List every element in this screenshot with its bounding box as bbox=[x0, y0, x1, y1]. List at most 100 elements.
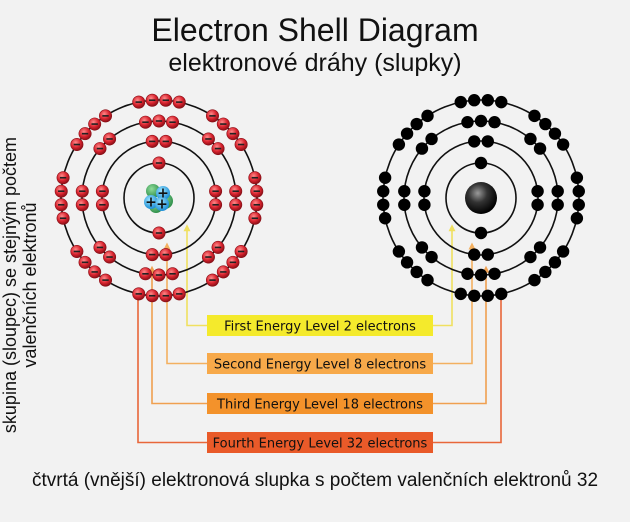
electron bbox=[70, 244, 84, 258]
electron bbox=[468, 135, 481, 148]
electron bbox=[216, 117, 230, 131]
electron bbox=[159, 289, 173, 303]
electron bbox=[88, 265, 102, 279]
electron bbox=[145, 289, 159, 303]
minus-sign-icon bbox=[99, 190, 106, 193]
electron bbox=[56, 171, 70, 185]
minus-sign-icon bbox=[81, 132, 89, 135]
electron bbox=[454, 95, 467, 109]
minus-sign-icon bbox=[96, 147, 104, 150]
electron bbox=[234, 244, 248, 258]
electron bbox=[138, 115, 152, 129]
electron bbox=[392, 245, 406, 258]
electron bbox=[398, 198, 411, 211]
electron bbox=[454, 287, 467, 301]
connector-lines bbox=[134, 224, 505, 444]
energy-level-label-1: First Energy Level 2 electrons bbox=[207, 315, 433, 336]
minus-sign-icon bbox=[102, 115, 109, 117]
minus-sign-icon bbox=[253, 203, 260, 206]
electron bbox=[528, 273, 541, 287]
plus-sign-icon: + bbox=[145, 195, 157, 211]
minus-sign-icon bbox=[169, 273, 176, 275]
minus-sign-icon bbox=[162, 294, 169, 297]
electron bbox=[152, 226, 166, 240]
electron bbox=[248, 211, 262, 225]
electron bbox=[201, 250, 215, 264]
electron bbox=[172, 287, 186, 301]
electron bbox=[533, 241, 547, 254]
electron bbox=[461, 267, 474, 281]
electron bbox=[468, 248, 481, 261]
nucleus bbox=[465, 182, 497, 214]
electron bbox=[93, 240, 107, 254]
electron bbox=[248, 171, 262, 185]
minus-sign-icon bbox=[59, 217, 67, 220]
electron bbox=[551, 185, 564, 198]
minus-sign-icon bbox=[102, 279, 109, 281]
label-text: Second Energy Level 8 electrons bbox=[214, 358, 427, 373]
electron bbox=[70, 138, 84, 152]
minus-sign-icon bbox=[205, 138, 212, 140]
connector-line bbox=[433, 295, 502, 444]
electron bbox=[488, 115, 501, 129]
electron bbox=[481, 248, 494, 261]
electron bbox=[99, 273, 113, 287]
plain-atom bbox=[377, 94, 585, 302]
diagram-title: Electron Shell Diagram bbox=[151, 12, 479, 48]
electron bbox=[468, 94, 481, 107]
connector-line bbox=[433, 248, 473, 365]
electron bbox=[145, 93, 159, 107]
minus-sign-icon bbox=[58, 203, 65, 206]
energy-level-label-2: Second Energy Level 8 electrons bbox=[207, 353, 433, 374]
minus-sign-icon bbox=[79, 203, 86, 206]
electron bbox=[229, 184, 243, 198]
minus-sign-icon bbox=[58, 190, 65, 193]
electron bbox=[572, 185, 585, 198]
minus-sign-icon bbox=[96, 246, 104, 249]
electron bbox=[78, 127, 92, 141]
electron bbox=[152, 268, 166, 282]
electron bbox=[418, 185, 431, 198]
minus-sign-icon bbox=[162, 253, 169, 256]
minus-sign-icon bbox=[91, 123, 98, 125]
minus-sign-icon bbox=[91, 271, 98, 273]
electron bbox=[93, 142, 107, 156]
minus-sign-icon bbox=[142, 273, 149, 275]
electron bbox=[556, 245, 570, 258]
arrow-head-icon bbox=[448, 224, 456, 232]
minus-sign-icon bbox=[79, 190, 86, 193]
minus-sign-icon bbox=[232, 203, 239, 206]
minus-sign-icon bbox=[155, 162, 163, 164]
electron bbox=[211, 240, 225, 254]
electron bbox=[145, 248, 159, 262]
electron bbox=[539, 117, 552, 131]
electron bbox=[250, 198, 264, 212]
electron bbox=[548, 127, 562, 140]
arrow-head-icon bbox=[183, 224, 191, 232]
electron bbox=[539, 265, 552, 279]
electron bbox=[209, 184, 223, 198]
electron bbox=[250, 184, 264, 198]
connector-line bbox=[433, 271, 487, 405]
electron bbox=[132, 95, 146, 109]
electron bbox=[78, 255, 92, 269]
electron bbox=[377, 198, 390, 211]
minus-sign-icon bbox=[205, 256, 212, 258]
electron bbox=[474, 156, 488, 170]
minus-sign-icon bbox=[251, 176, 259, 179]
electron bbox=[209, 198, 223, 212]
electron bbox=[474, 226, 488, 240]
electron bbox=[461, 115, 474, 129]
minus-sign-icon bbox=[212, 190, 219, 193]
electron bbox=[548, 256, 562, 269]
electron bbox=[488, 267, 501, 281]
electron bbox=[468, 289, 481, 302]
electron bbox=[418, 198, 431, 211]
electron bbox=[378, 171, 392, 184]
minus-sign-icon bbox=[155, 232, 163, 234]
shell-orbit-4 bbox=[60, 99, 258, 297]
minus-sign-icon bbox=[149, 294, 156, 297]
minus-sign-icon bbox=[149, 253, 156, 256]
